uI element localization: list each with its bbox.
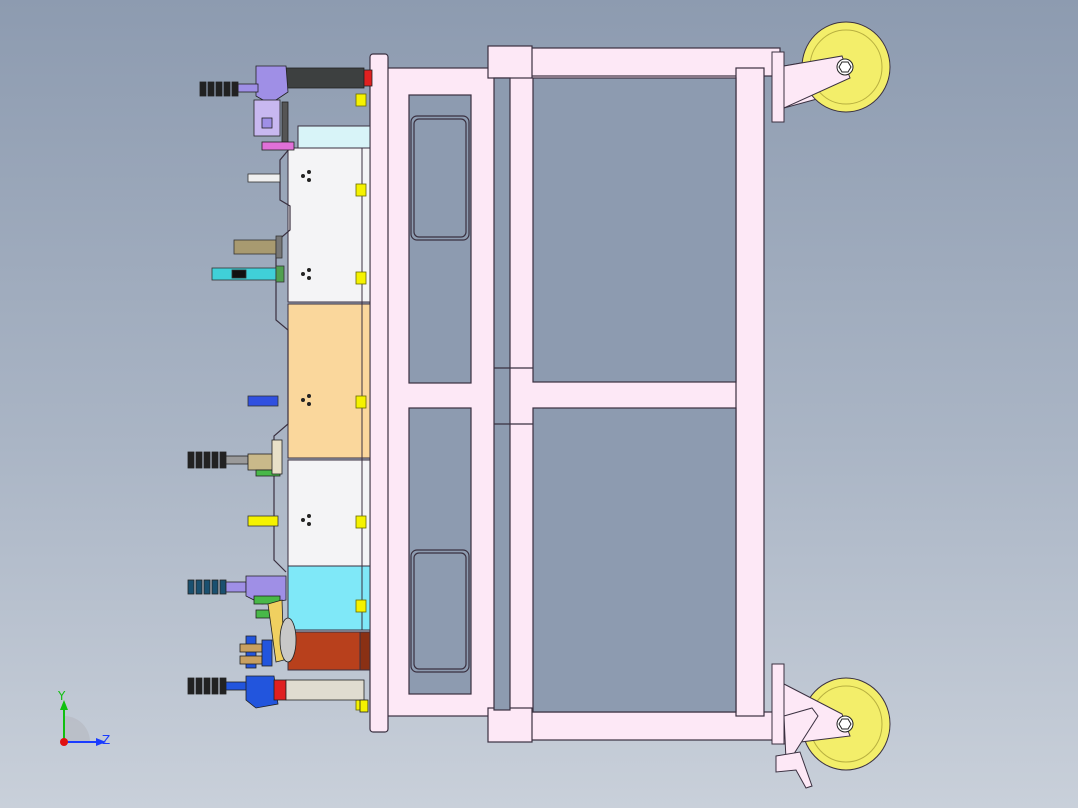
- bottom-clamp: [187, 635, 369, 713]
- axis-triad: Y Z: [57, 689, 110, 747]
- top-clamp: [199, 65, 373, 151]
- y-axis-label: Y: [57, 689, 66, 703]
- frame-loops: [410, 115, 533, 673]
- locator-dots: [301, 170, 311, 526]
- caster-top: [771, 21, 891, 123]
- frame-windows: [408, 77, 737, 713]
- caster-bottom: [771, 663, 891, 789]
- side-pins: [211, 173, 285, 527]
- middle-clamp: [187, 439, 283, 477]
- z-axis-label: Z: [102, 733, 110, 747]
- lower-clamp: [187, 575, 297, 663]
